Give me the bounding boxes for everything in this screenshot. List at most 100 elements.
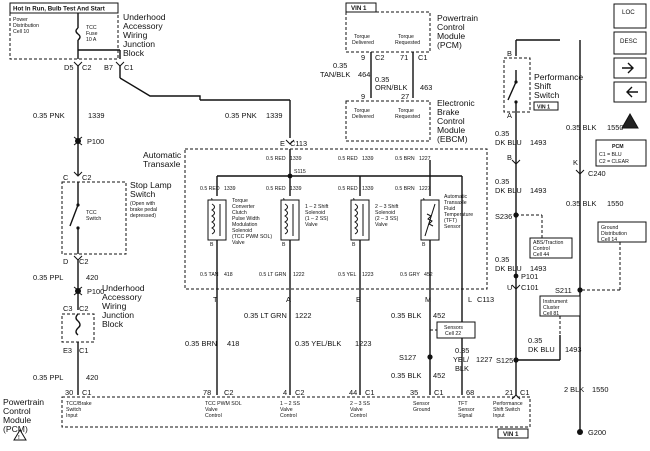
svg-text:Modulation: Modulation <box>232 222 257 228</box>
svg-text:0.5 TAN: 0.5 TAN <box>200 272 219 278</box>
svg-text:Requested: Requested <box>395 114 420 120</box>
svg-text:Torque: Torque <box>232 198 248 204</box>
svg-text:Powertrain: Powertrain <box>437 13 478 23</box>
svg-text:Junction: Junction <box>102 310 134 320</box>
svg-text:2 BLK: 2 BLK <box>564 385 584 394</box>
svg-text:Powertrain: Powertrain <box>3 397 44 407</box>
abs-ref-box: ABS/Traction Control Cell 44 <box>529 237 573 259</box>
svg-text:Power: Power <box>13 17 28 23</box>
arrow-left-icon <box>626 86 638 98</box>
svg-text:Control: Control <box>3 406 31 416</box>
svg-text:2 – 3 SS: 2 – 3 SS <box>350 401 370 407</box>
svg-text:C2: C2 <box>79 257 88 266</box>
svg-text:Accessory: Accessory <box>102 292 142 302</box>
svg-text:Fuse: Fuse <box>86 31 98 37</box>
svg-text:E3: E3 <box>63 346 72 355</box>
svg-text:1227: 1227 <box>419 156 431 162</box>
svg-text:Block: Block <box>102 319 124 329</box>
svg-text:Sensors: Sensors <box>444 325 463 331</box>
svg-text:BLK: BLK <box>455 364 469 373</box>
svg-text:1223: 1223 <box>362 272 374 278</box>
svg-text:Requested: Requested <box>395 40 420 46</box>
svg-text:Module: Module <box>3 415 31 425</box>
svg-text:0.5 LT GRN: 0.5 LT GRN <box>259 272 286 278</box>
svg-text:C3: C3 <box>63 304 72 313</box>
tcc-fuse-label: TCC Fuse 10 A <box>86 25 98 43</box>
svg-text:0.5 RED: 0.5 RED <box>266 156 286 162</box>
loc-button[interactable]: LOC <box>613 3 647 29</box>
svg-text:Underhood: Underhood <box>102 283 145 293</box>
ebcm-label: Electronic Brake Control Module (EBCM) <box>437 98 475 144</box>
svg-text:D5: D5 <box>64 63 73 72</box>
svg-text:Delivered: Delivered <box>352 114 374 120</box>
svg-text:Transaxle: Transaxle <box>143 159 181 169</box>
svg-text:B: B <box>282 242 286 248</box>
svg-text:Block: Block <box>123 48 145 58</box>
svg-text:0.35: 0.35 <box>375 75 389 84</box>
pcm-bottom-pins: 30 C1 78 C2 4 C2 44 C1 35 C1 68 21 C1 <box>65 388 529 397</box>
svg-text:1493: 1493 <box>530 138 546 147</box>
svg-text:68: 68 <box>466 388 474 397</box>
svg-text:Cell 10: Cell 10 <box>13 29 29 35</box>
svg-text:Sensor: Sensor <box>413 401 430 407</box>
svg-text:B: B <box>422 242 426 248</box>
svg-text:Switch: Switch <box>130 189 156 199</box>
svg-text:(PCM): (PCM) <box>437 40 462 50</box>
next-arrow-button[interactable] <box>613 57 647 79</box>
pcm-bottom-label: Powertrain Control Module (PCM) <box>3 397 44 434</box>
svg-text:1339: 1339 <box>290 156 302 162</box>
svg-text:Converter: Converter <box>232 204 255 210</box>
svg-text:0.5 GRY: 0.5 GRY <box>400 272 420 278</box>
svg-text:71: 71 <box>400 53 408 62</box>
svg-text:418: 418 <box>227 339 239 348</box>
svg-text:ORN/BLK: ORN/BLK <box>375 83 408 92</box>
svg-text:M: M <box>425 295 431 304</box>
esd-warning-button[interactable] <box>621 112 639 129</box>
svg-text:C2: C2 <box>79 304 88 313</box>
svg-text:(TFT): (TFT) <box>444 218 457 224</box>
svg-text:Wiring: Wiring <box>102 301 127 311</box>
svg-text:S125: S125 <box>496 356 513 365</box>
svg-text:Pulse Width: Pulse Width <box>232 216 260 222</box>
svg-text:1550: 1550 <box>607 199 623 208</box>
svg-text:78: 78 <box>203 388 211 397</box>
svg-text:VIN 1: VIN 1 <box>351 5 367 12</box>
svg-text:DESC: DESC <box>620 38 638 45</box>
svg-text:452: 452 <box>424 272 433 278</box>
svg-text:TCC PWM SOL: TCC PWM SOL <box>205 401 242 407</box>
stop-lamp-label: Stop Lamp Switch (Open with brake pedal … <box>130 180 172 219</box>
svg-text:1339: 1339 <box>362 156 374 162</box>
svg-text:1339: 1339 <box>266 111 282 120</box>
svg-text:C1 = BLU: C1 = BLU <box>599 152 622 158</box>
svg-text:DK BLU: DK BLU <box>495 186 522 195</box>
svg-text:Sensor: Sensor <box>444 224 461 230</box>
svg-text:1339: 1339 <box>224 186 236 192</box>
svg-text:2 – 3 Shift: 2 – 3 Shift <box>375 204 399 210</box>
top-banner: Hot In Run, Bulb Test And Start <box>9 2 119 14</box>
svg-text:0.5 RED: 0.5 RED <box>266 186 286 192</box>
svg-text:0.5 YEL: 0.5 YEL <box>338 272 356 278</box>
svg-text:9: 9 <box>361 92 365 101</box>
svg-text:S236: S236 <box>495 212 512 221</box>
svg-text:0.35 PPL: 0.35 PPL <box>33 273 63 282</box>
desc-button[interactable]: DESC <box>613 31 647 55</box>
instrument-cluster-ref-box: Instrument Cluster Cell 81 <box>539 295 581 317</box>
svg-text:Distribution: Distribution <box>601 231 627 237</box>
svg-text:0.35 PPL: 0.35 PPL <box>33 373 63 382</box>
svg-text:T: T <box>213 295 218 304</box>
stop-lamp-switch-connectors: C C2 <box>63 171 91 182</box>
prev-arrow-button[interactable] <box>613 81 647 103</box>
svg-text:420: 420 <box>86 373 98 382</box>
perf-switch-box <box>503 57 531 113</box>
svg-text:Automatic: Automatic <box>143 150 182 160</box>
svg-text:Torque: Torque <box>354 34 370 40</box>
svg-text:B: B <box>352 242 356 248</box>
shift-solenoid-2-3: A B 2 – 3 Shift Solenoid (2 – 3 SS) Valv… <box>350 198 399 290</box>
svg-text:1222: 1222 <box>295 311 311 320</box>
svg-text:S115: S115 <box>294 169 306 175</box>
svg-text:0.35: 0.35 <box>495 177 509 186</box>
svg-text:30: 30 <box>65 388 73 397</box>
svg-text:C1: C1 <box>418 53 427 62</box>
svg-text:Wiring: Wiring <box>123 30 148 40</box>
